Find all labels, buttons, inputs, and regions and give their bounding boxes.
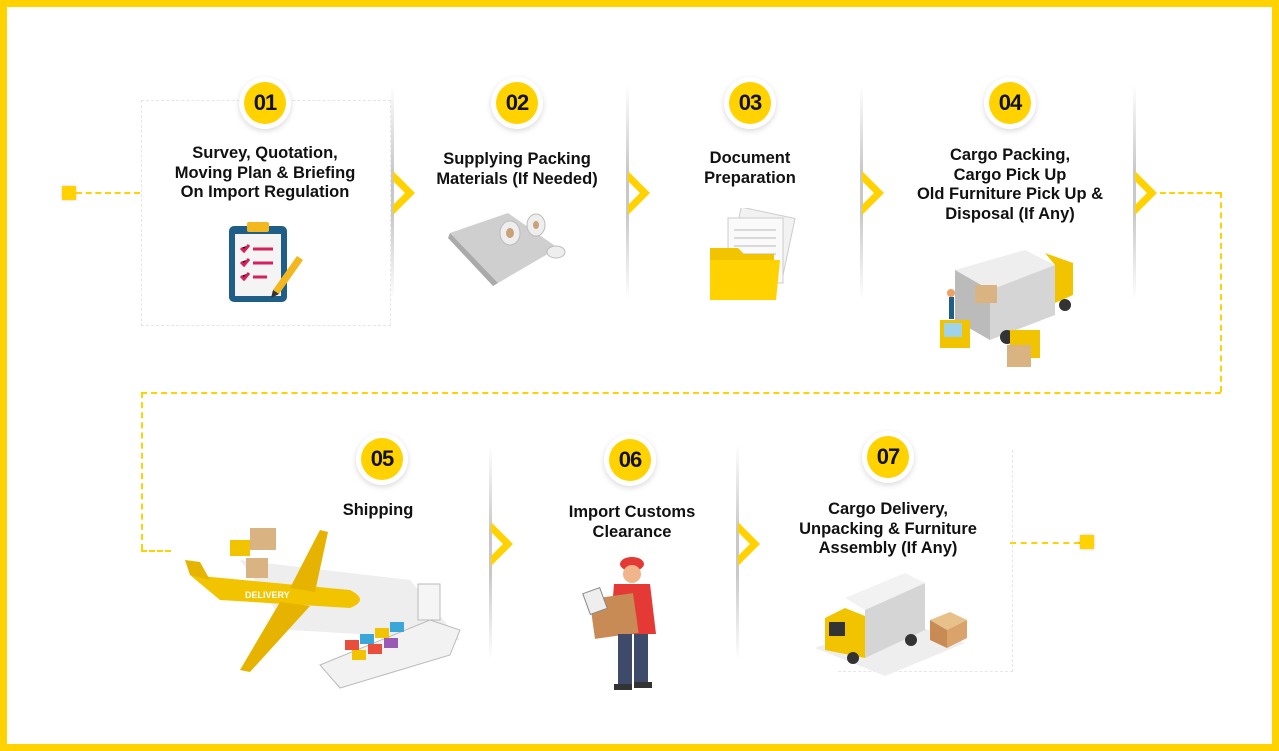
connector-line bbox=[1160, 192, 1221, 194]
step-title: Survey, Quotation, Moving Plan & Briefin… bbox=[174, 144, 356, 201]
step-number-badge: 07 bbox=[862, 431, 914, 483]
chevron-right-icon bbox=[491, 522, 513, 566]
separator bbox=[1133, 85, 1136, 300]
step-title: Cargo Packing, Cargo Pick Up Old Furnitu… bbox=[916, 146, 1104, 223]
connector-line bbox=[141, 392, 143, 550]
chevron-right-icon bbox=[738, 522, 760, 566]
clipboard-checklist-icon bbox=[229, 222, 303, 302]
connector-line bbox=[76, 192, 140, 194]
chevron-right-icon bbox=[1135, 171, 1157, 215]
step-number-badge: 02 bbox=[491, 77, 543, 129]
step-title: Supplying Packing Materials (If Needed) bbox=[436, 150, 598, 188]
separator bbox=[391, 85, 394, 300]
connector-line bbox=[1220, 192, 1222, 392]
document-folder-icon bbox=[710, 208, 796, 300]
start-marker bbox=[62, 186, 76, 200]
step-number-badge: 05 bbox=[356, 433, 408, 485]
chevron-right-icon bbox=[393, 171, 415, 215]
separator bbox=[860, 85, 863, 300]
step-title: Document Preparation bbox=[704, 149, 796, 187]
separator bbox=[736, 445, 739, 660]
step-title: Cargo Delivery, Unpacking & Furniture As… bbox=[799, 500, 977, 557]
packing-materials-icon bbox=[448, 213, 566, 286]
step-number-badge: 06 bbox=[604, 434, 656, 486]
connector-line bbox=[141, 392, 1221, 394]
step-number-badge: 04 bbox=[984, 77, 1036, 129]
step-number-badge: 01 bbox=[239, 77, 291, 129]
plane-ship-icon: DELIVERY bbox=[185, 528, 461, 689]
chevron-right-icon bbox=[628, 171, 650, 215]
truck-loading-icon bbox=[940, 250, 1073, 367]
connector-line bbox=[1010, 542, 1080, 544]
svg-text:DELIVERY: DELIVERY bbox=[245, 590, 290, 600]
step-number-badge: 03 bbox=[724, 77, 776, 129]
separator bbox=[489, 445, 492, 660]
chevron-right-icon bbox=[862, 171, 884, 215]
connector-line bbox=[141, 550, 171, 552]
delivery-truck-icon bbox=[815, 573, 967, 676]
delivery-man-icon bbox=[582, 557, 656, 690]
step-title: Import Customs Clearance bbox=[568, 503, 696, 541]
end-marker bbox=[1080, 535, 1094, 549]
step-title: Shipping bbox=[342, 501, 414, 519]
separator bbox=[626, 85, 629, 300]
step-box bbox=[838, 450, 1013, 672]
